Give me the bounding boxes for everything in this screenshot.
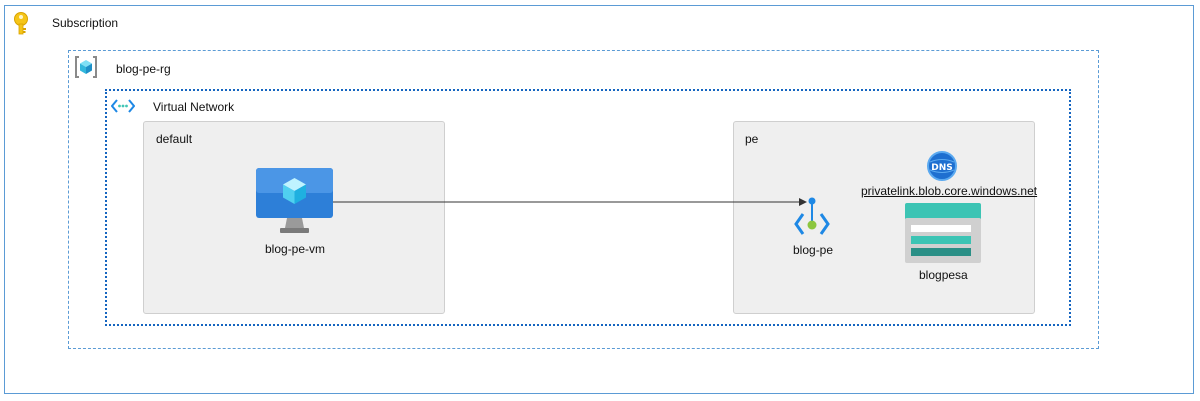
vm-label: blog-pe-vm: [265, 242, 326, 256]
subnet-pe-label: pe: [745, 132, 759, 146]
resource-group-icon: [74, 56, 98, 83]
storage-account-icon[interactable]: [905, 203, 981, 268]
private-endpoint-label: blog-pe: [793, 243, 834, 257]
storage-account-label: blogpesa: [919, 268, 968, 282]
virtual-network-container: [105, 89, 1071, 326]
private-endpoint-icon[interactable]: [793, 196, 831, 243]
subnet-pe: [733, 121, 1035, 314]
resource-group-label: blog-pe-rg: [116, 62, 171, 76]
key-icon: [11, 11, 31, 40]
dns-zone-icon[interactable]: DNS: [926, 151, 958, 186]
subscription-container: [4, 5, 1194, 394]
subnet-default-label: default: [156, 132, 193, 146]
dns-badge-text: DNS: [931, 163, 953, 173]
virtual-machine-icon[interactable]: [256, 168, 333, 239]
subscription-label: Subscription: [52, 16, 119, 30]
virtual-network-label: Virtual Network: [153, 100, 235, 114]
virtual-network-icon: [110, 99, 136, 118]
resource-group-container: [68, 50, 1099, 349]
dns-zone-label: privatelink.blob.core.windows.net: [861, 184, 1038, 198]
